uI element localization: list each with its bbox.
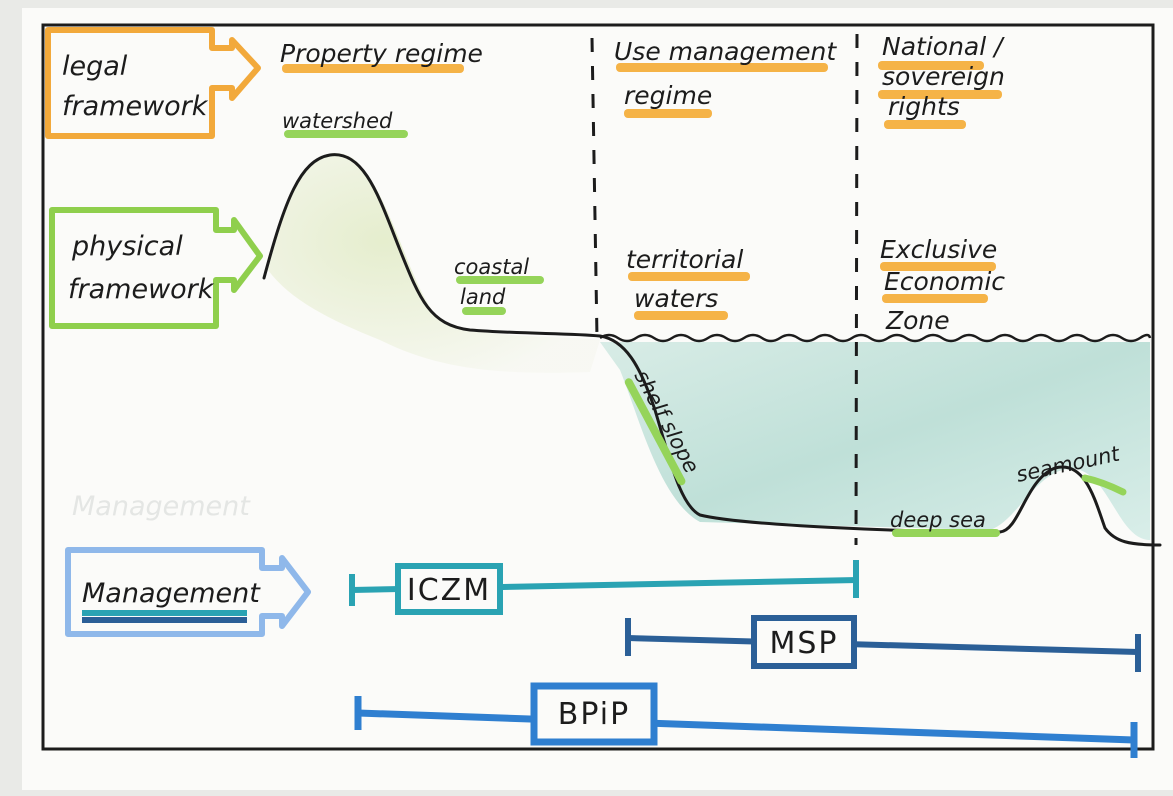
sovereign-line2: sovereign (882, 62, 1005, 91)
sea-surface (599, 333, 1152, 343)
watershed-label: watershed (282, 109, 393, 133)
sovereign-highlight-3 (884, 120, 966, 129)
management-ghost-label: Management (72, 491, 251, 522)
deep-sea-label: deep sea (890, 508, 986, 532)
bpip-box (530, 682, 658, 746)
territorial-waters-line2: waters (634, 284, 718, 313)
coastal-land-line1: coastal (454, 255, 529, 279)
waters-highlight (634, 311, 728, 320)
iczm-bar: ICZM (349, 560, 859, 615)
legal-framework-line2: framework (62, 91, 209, 122)
use-management-highlight-2 (624, 109, 712, 118)
iczm-box (395, 563, 503, 615)
eez-line2: Economic (884, 267, 1005, 296)
coastal-land-line2: land (460, 285, 506, 309)
msp-label: MSP (769, 626, 838, 661)
sovereign-line1: National / (882, 32, 1005, 61)
msp-box (751, 615, 857, 669)
msp-range-line (627, 635, 1139, 655)
use-management-highlight-1 (616, 63, 828, 72)
seamount-highlight (1081, 474, 1127, 496)
msp-bar: MSP (625, 615, 1141, 672)
management-framework-arrow (65, 547, 311, 637)
legal-framework-line1: legal (62, 51, 128, 82)
sovereign-line3: rights (888, 92, 960, 121)
property-regime-highlight (282, 64, 464, 73)
sea-wash (600, 342, 1150, 540)
physical-framework-arrow (49, 207, 263, 329)
legal-framework-arrow (45, 27, 261, 139)
diagram-frame (41, 23, 1155, 751)
bpip-bar: BPiP (354, 682, 1138, 758)
physical-framework-line2: framework (68, 274, 215, 305)
coastal-highlight (456, 276, 544, 284)
territorial-highlight (628, 272, 750, 281)
shelf-slope-highlight (624, 378, 686, 486)
deep-sea-highlight (892, 529, 1000, 537)
management-underline-teal (82, 610, 247, 616)
eez-line3: Zone (885, 306, 950, 335)
management-underline-navy (82, 617, 247, 623)
bpip-label: BPiP (558, 697, 630, 732)
sovereign-highlight-1 (878, 61, 984, 70)
iczm-label: ICZM (407, 573, 491, 608)
territorial-waters-line1: territorial (626, 245, 743, 274)
use-management-line2: regime (624, 81, 712, 110)
physical-framework-line1: physical (71, 231, 183, 262)
property-regime-label: Property regime (280, 39, 483, 68)
management-framework-label: Management (82, 578, 261, 609)
watershed-highlight (284, 130, 408, 138)
exclusive-highlight (880, 262, 996, 271)
bpip-range-line (357, 709, 1135, 744)
use-management-line1: Use management (614, 37, 837, 66)
economic-highlight (882, 294, 988, 303)
divider-property-use (590, 37, 599, 339)
seafloor-profile (262, 153, 1162, 547)
divider-use-sovereign (854, 33, 859, 546)
land-wash (268, 153, 600, 373)
eez-line1: Exclusive (880, 235, 997, 264)
land-highlight (462, 307, 506, 315)
sovereign-highlight-2 (878, 90, 1002, 99)
